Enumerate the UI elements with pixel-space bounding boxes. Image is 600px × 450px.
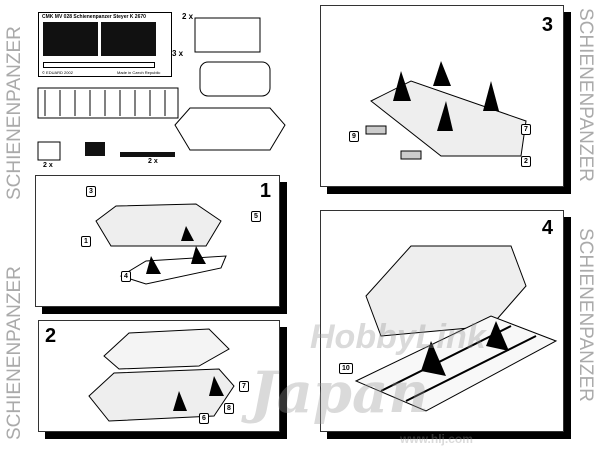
qty-2x-c: 2 x [148, 158, 158, 165]
step-4-panel: 4 10 [320, 210, 564, 432]
part-number: 3 [86, 186, 96, 197]
part-number: 1 [81, 236, 91, 247]
step-number: 1 [259, 180, 271, 202]
part-number: 2 [521, 156, 531, 167]
step-3-panel: 3 9 2 7 [320, 5, 564, 187]
part-number: 5 [251, 211, 261, 222]
step-1-panel: 1 1 3 4 5 [35, 175, 280, 307]
fret-part-left [43, 22, 98, 56]
part-number: 4 [121, 271, 131, 282]
step-number: 3 [541, 14, 553, 36]
part-number: 6 [199, 413, 209, 424]
step-number: 4 [541, 217, 553, 239]
step-number: 2 [45, 325, 57, 347]
fret-copyright: © EDUARD 2002 [42, 70, 73, 75]
part-number: 10 [339, 363, 353, 374]
part-number: 9 [349, 131, 359, 142]
photo-etch-fret: CMK MV 028 Schienenpanzer Steyer K 2670 … [38, 12, 172, 77]
watermark-url: www.hlj.com [400, 432, 473, 446]
part-number: 7 [239, 381, 249, 392]
watermark-brand-2: Japan [250, 360, 429, 426]
step-2-panel: 2 6 7 8 [38, 320, 280, 432]
fret-strips [43, 62, 155, 68]
part-number: 8 [224, 403, 234, 414]
fret-made-in: Made in Czech Republic [117, 70, 161, 75]
qty-2x: 2 x [182, 12, 194, 21]
part-number: 7 [521, 124, 531, 135]
fret-part-right [101, 22, 156, 56]
fret-title: CMK MV 028 Schienenpanzer Steyer K 2670 [42, 14, 146, 20]
qty-3x: 3 x [172, 49, 184, 58]
watermark-brand: HobbyLink [310, 318, 486, 356]
qty-2x-b: 2 x [43, 162, 53, 169]
